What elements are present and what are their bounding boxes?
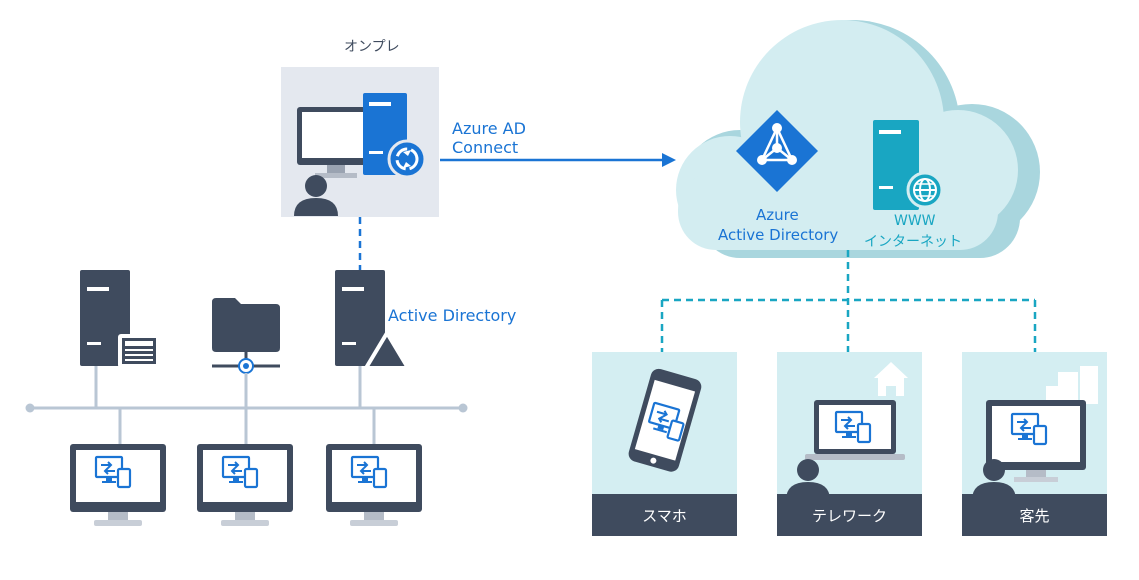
web-server-icon (873, 120, 944, 210)
location-label-telework: テレワーク (811, 507, 887, 525)
azure-ad-connect-label-line1: Azure AD (452, 119, 526, 138)
location-card-client-site (962, 352, 1107, 536)
onprem-title: オンプレ (344, 39, 400, 55)
azure-ad-label-line1: Azure (756, 206, 799, 224)
ad-server (335, 270, 410, 370)
client-pc (70, 444, 166, 526)
www-label-line2: インターネット (864, 234, 962, 250)
www-label-line1: WWW (894, 213, 936, 229)
client-pc (326, 444, 422, 526)
location-card-telework (777, 352, 922, 536)
client-pc (197, 444, 293, 526)
azure-ad-icon (736, 110, 818, 192)
location-card-smartphone (592, 352, 737, 536)
active-directory-label: Active Directory (388, 306, 517, 325)
onprem-box (281, 67, 439, 217)
location-label-smartphone: スマホ (642, 507, 687, 525)
azure-ad-label-line2: Active Directory (718, 226, 839, 244)
lan-bus (25, 366, 468, 444)
azure-ad-connect-label-line2: Connect (452, 138, 519, 157)
cloud (676, 20, 1040, 258)
cloud-links (660, 250, 1037, 352)
shared-folder (212, 298, 280, 374)
file-server (80, 270, 160, 368)
sync-arrow (440, 153, 676, 167)
location-label-client-site: 客先 (1019, 507, 1050, 525)
